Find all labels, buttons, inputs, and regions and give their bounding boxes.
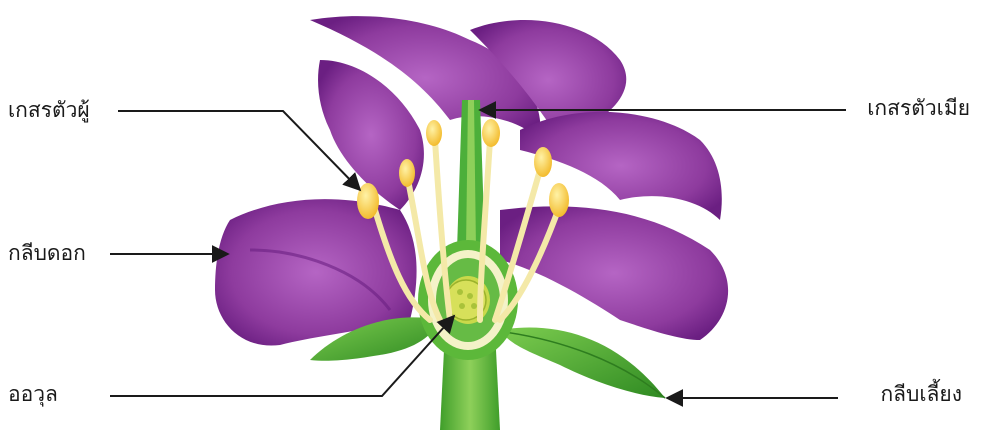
pistil	[457, 100, 485, 250]
sepal-right	[500, 328, 665, 398]
petal-right	[500, 112, 728, 340]
petal-left	[215, 60, 424, 346]
label-sepal: กลีบเลี้ยง	[880, 384, 962, 405]
label-ovule: ออวุล	[8, 384, 58, 405]
label-pistil: เกสรตัวเมีย	[867, 98, 970, 119]
label-petal: กลีบดอก	[8, 243, 86, 264]
label-stamen: เกสรตัวผู้	[8, 100, 90, 121]
